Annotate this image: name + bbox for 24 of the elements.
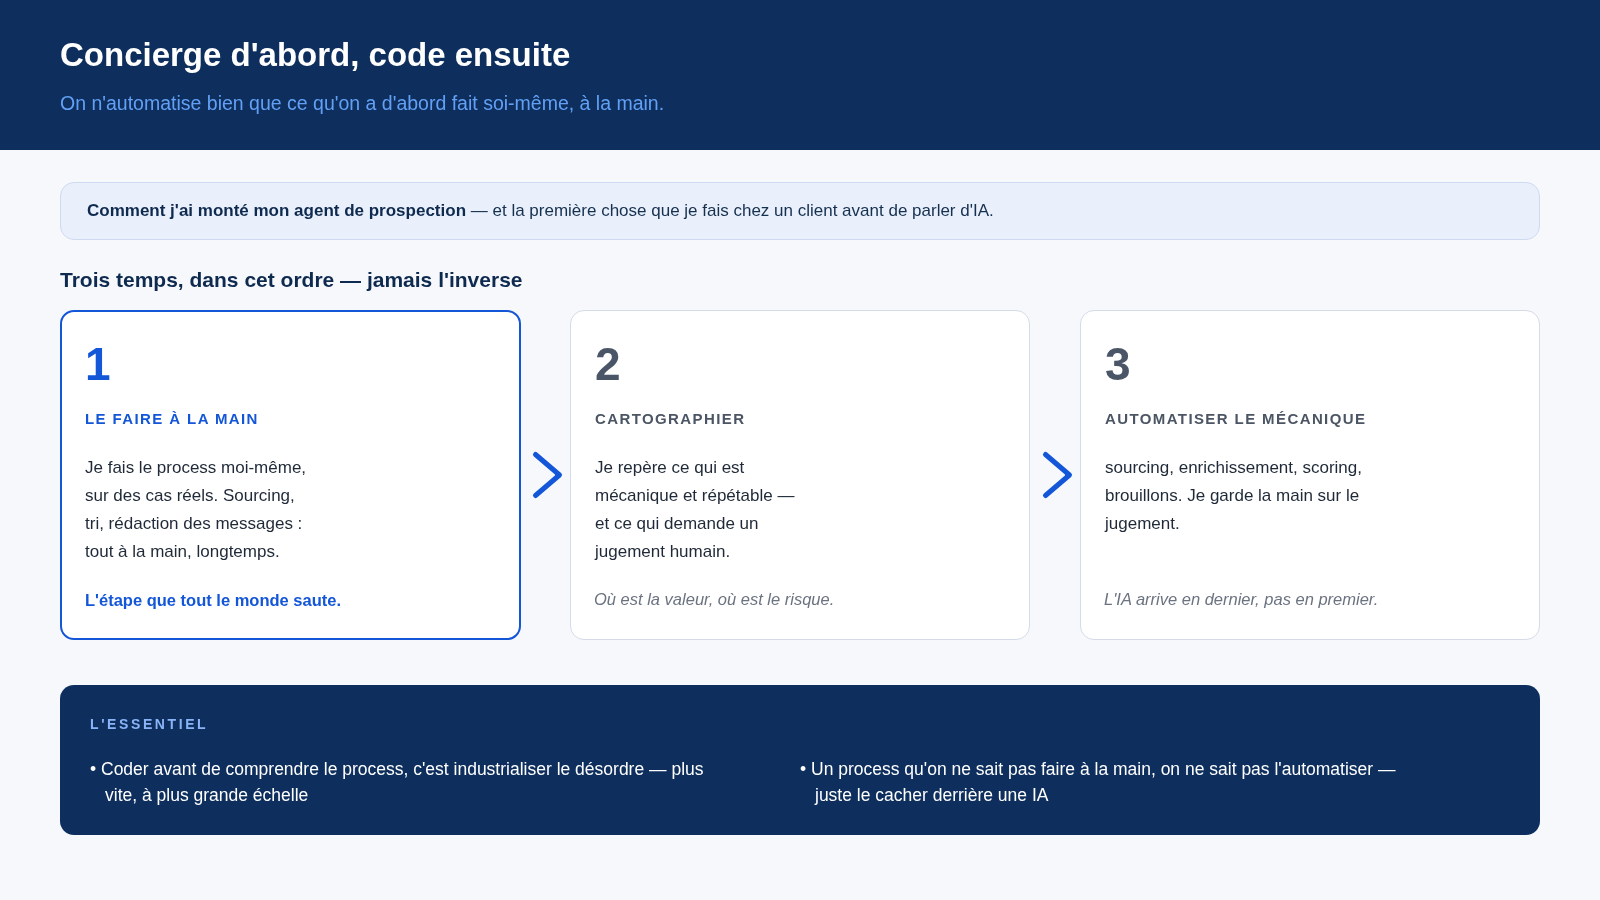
step-note: Où est la valeur, où est le risque.	[594, 589, 835, 610]
step-card	[60, 310, 521, 640]
intro-text: Comment j'ai monté mon agent de prospection — et la première chose que je fais chez un client avant de parler d'IA.	[87, 200, 994, 222]
step-note: L'IA arrive en dernier, pas en premier.	[1104, 589, 1379, 610]
intro-callout	[60, 182, 1540, 240]
step-note: L'étape que tout le monde saute.	[85, 590, 342, 611]
step-card	[570, 310, 1030, 640]
step-heading: AUTOMATISER LE MÉCANIQUE	[1105, 409, 1367, 429]
summary-panel	[60, 685, 1540, 835]
panel-heading: L'ESSENTIEL	[90, 715, 209, 733]
step-description: sourcing, enrichissement, scoring, brouillons. Je garde la main sur le jugement.	[1105, 457, 1363, 535]
step-heading: LE FAIRE À LA MAIN	[85, 409, 259, 429]
takeaway-text: • Coder avant de comprendre le process, c'est industrialiser le désordre — plus vite, à plus grande échelle	[90, 758, 705, 807]
takeaway-text: • Un process qu'on ne sait pas faire à la main, on ne sait pas l'automatiser — juste le cacher derrière une IA	[800, 758, 1397, 807]
subtitle-text: On n'automatise bien que ce qu'on a d'abord fait soi-même, à la main.	[60, 91, 665, 116]
step-number: 1	[85, 339, 111, 389]
section-heading: Trois temps, dans cet ordre — jamais l'inverse	[60, 267, 523, 293]
page-title: Concierge d'abord, code ensuite	[60, 35, 571, 75]
step-heading: CARTOGRAPHIER	[595, 409, 746, 429]
step-number: 3	[1105, 339, 1131, 389]
step-number: 2	[595, 339, 621, 389]
step-description: Je repère ce qui est mécanique et répétable — et ce qui demande un jugement humain.	[595, 457, 796, 563]
step-description: Je fais le process moi-même, sur des cas réels. Sourcing, tri, rédaction des messages : tout à la main, longtemps.	[85, 457, 308, 563]
step-card	[1080, 310, 1540, 640]
